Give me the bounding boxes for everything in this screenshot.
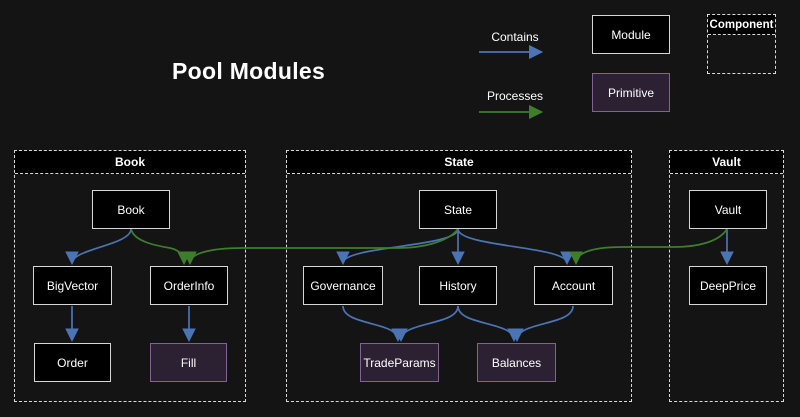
contains-arrow-icon	[479, 44, 544, 60]
page-title: Pool Modules	[172, 58, 326, 84]
node-state-label: State	[443, 202, 473, 217]
container-book-header: Book	[15, 151, 245, 174]
node-state: State	[419, 190, 497, 229]
legend-primitive-box: Primitive	[592, 73, 670, 112]
node-deepprice: DeepPrice	[689, 266, 767, 305]
node-vault-label: Vault	[714, 202, 742, 217]
node-governance: Governance	[303, 266, 383, 305]
container-vault: Vault	[669, 150, 784, 402]
node-order-label: Order	[57, 355, 88, 370]
container-book: Book	[14, 150, 246, 402]
node-governance-label: Governance	[310, 278, 376, 293]
node-fill: Fill	[150, 343, 227, 382]
processes-arrow-icon	[479, 104, 544, 120]
node-order: Order	[34, 343, 111, 382]
node-fill-label: Fill	[180, 355, 197, 370]
legend-processes-label: Processes	[486, 89, 544, 103]
node-bigvector: BigVector	[33, 266, 112, 305]
node-book-label: Book	[117, 202, 145, 217]
node-balances-label: Balances	[491, 355, 542, 370]
node-balances: Balances	[477, 343, 556, 382]
node-account: Account	[534, 266, 613, 305]
legend-module-label: Module	[611, 27, 651, 42]
container-state-header: State	[287, 151, 631, 174]
node-book: Book	[92, 190, 170, 229]
node-deepprice-label: DeepPrice	[699, 278, 757, 293]
node-orderinfo-label: OrderInfo	[163, 278, 215, 293]
node-history: History	[419, 266, 497, 305]
node-tradeparams-label: TradeParams	[363, 355, 436, 370]
legend-component-label: Component	[708, 15, 775, 35]
container-state: State	[286, 150, 632, 402]
legend-module-box: Module	[592, 15, 670, 54]
node-history-label: History	[439, 278, 477, 293]
node-orderinfo: OrderInfo	[150, 266, 228, 305]
node-account-label: Account	[551, 278, 596, 293]
node-bigvector-label: BigVector	[46, 278, 99, 293]
node-tradeparams: TradeParams	[360, 343, 439, 382]
node-vault: Vault	[689, 190, 767, 229]
legend-component-box: Component	[707, 14, 776, 74]
legend-contains-label: Contains	[491, 30, 539, 44]
legend-primitive-label: Primitive	[607, 85, 654, 100]
container-vault-header: Vault	[670, 151, 783, 174]
